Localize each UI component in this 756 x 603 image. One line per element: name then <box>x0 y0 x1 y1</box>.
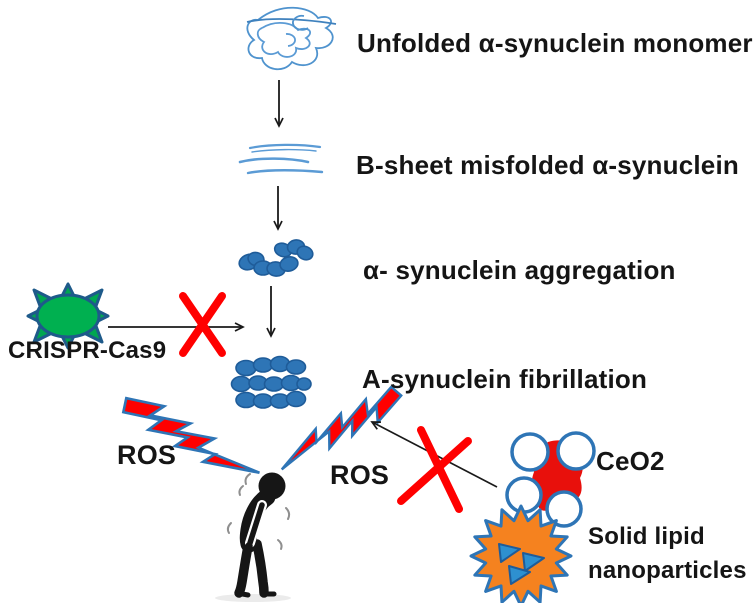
crispr-blocked-cross-icon <box>179 292 226 357</box>
monomer-label: Unfolded α-synuclein monomer <box>357 28 753 58</box>
fibril-cluster-icon <box>230 355 312 409</box>
fibrillation-label: A-synuclein fibrillation <box>362 364 648 394</box>
crispr-cas9-star-icon <box>26 282 110 350</box>
ceo2-label: CeO2 <box>596 446 665 476</box>
ros-right-label: ROS <box>330 460 390 490</box>
stooped-person-icon <box>215 472 291 602</box>
aggregation-label: α- synuclein aggregation <box>363 255 676 285</box>
solid-lipid-label-line2: nanoparticles <box>588 557 747 584</box>
ceo2-nanoparticle-icon <box>505 431 596 528</box>
tremor-marks-icon <box>226 473 291 550</box>
solid-lipid-label: Solid lipid nanoparticles <box>588 520 753 588</box>
beta-sheet-icon <box>238 143 324 175</box>
oligomer-cluster-icon <box>238 239 314 277</box>
ceo2-blocked-cross-icon <box>397 426 472 513</box>
ros-left-label: ROS <box>117 440 177 470</box>
ros-bolt-right-icon <box>280 385 403 471</box>
bsheet-label: B-sheet misfolded α-synuclein <box>356 150 739 180</box>
ros-bolt-left-icon <box>121 396 260 475</box>
solid-lipid-label-line1: Solid lipid <box>588 523 705 550</box>
tangled-coil-icon <box>246 6 337 71</box>
crispr-label: CRISPR-Cas9 <box>8 337 167 364</box>
solid-lipid-nanoparticle-icon <box>469 504 573 603</box>
